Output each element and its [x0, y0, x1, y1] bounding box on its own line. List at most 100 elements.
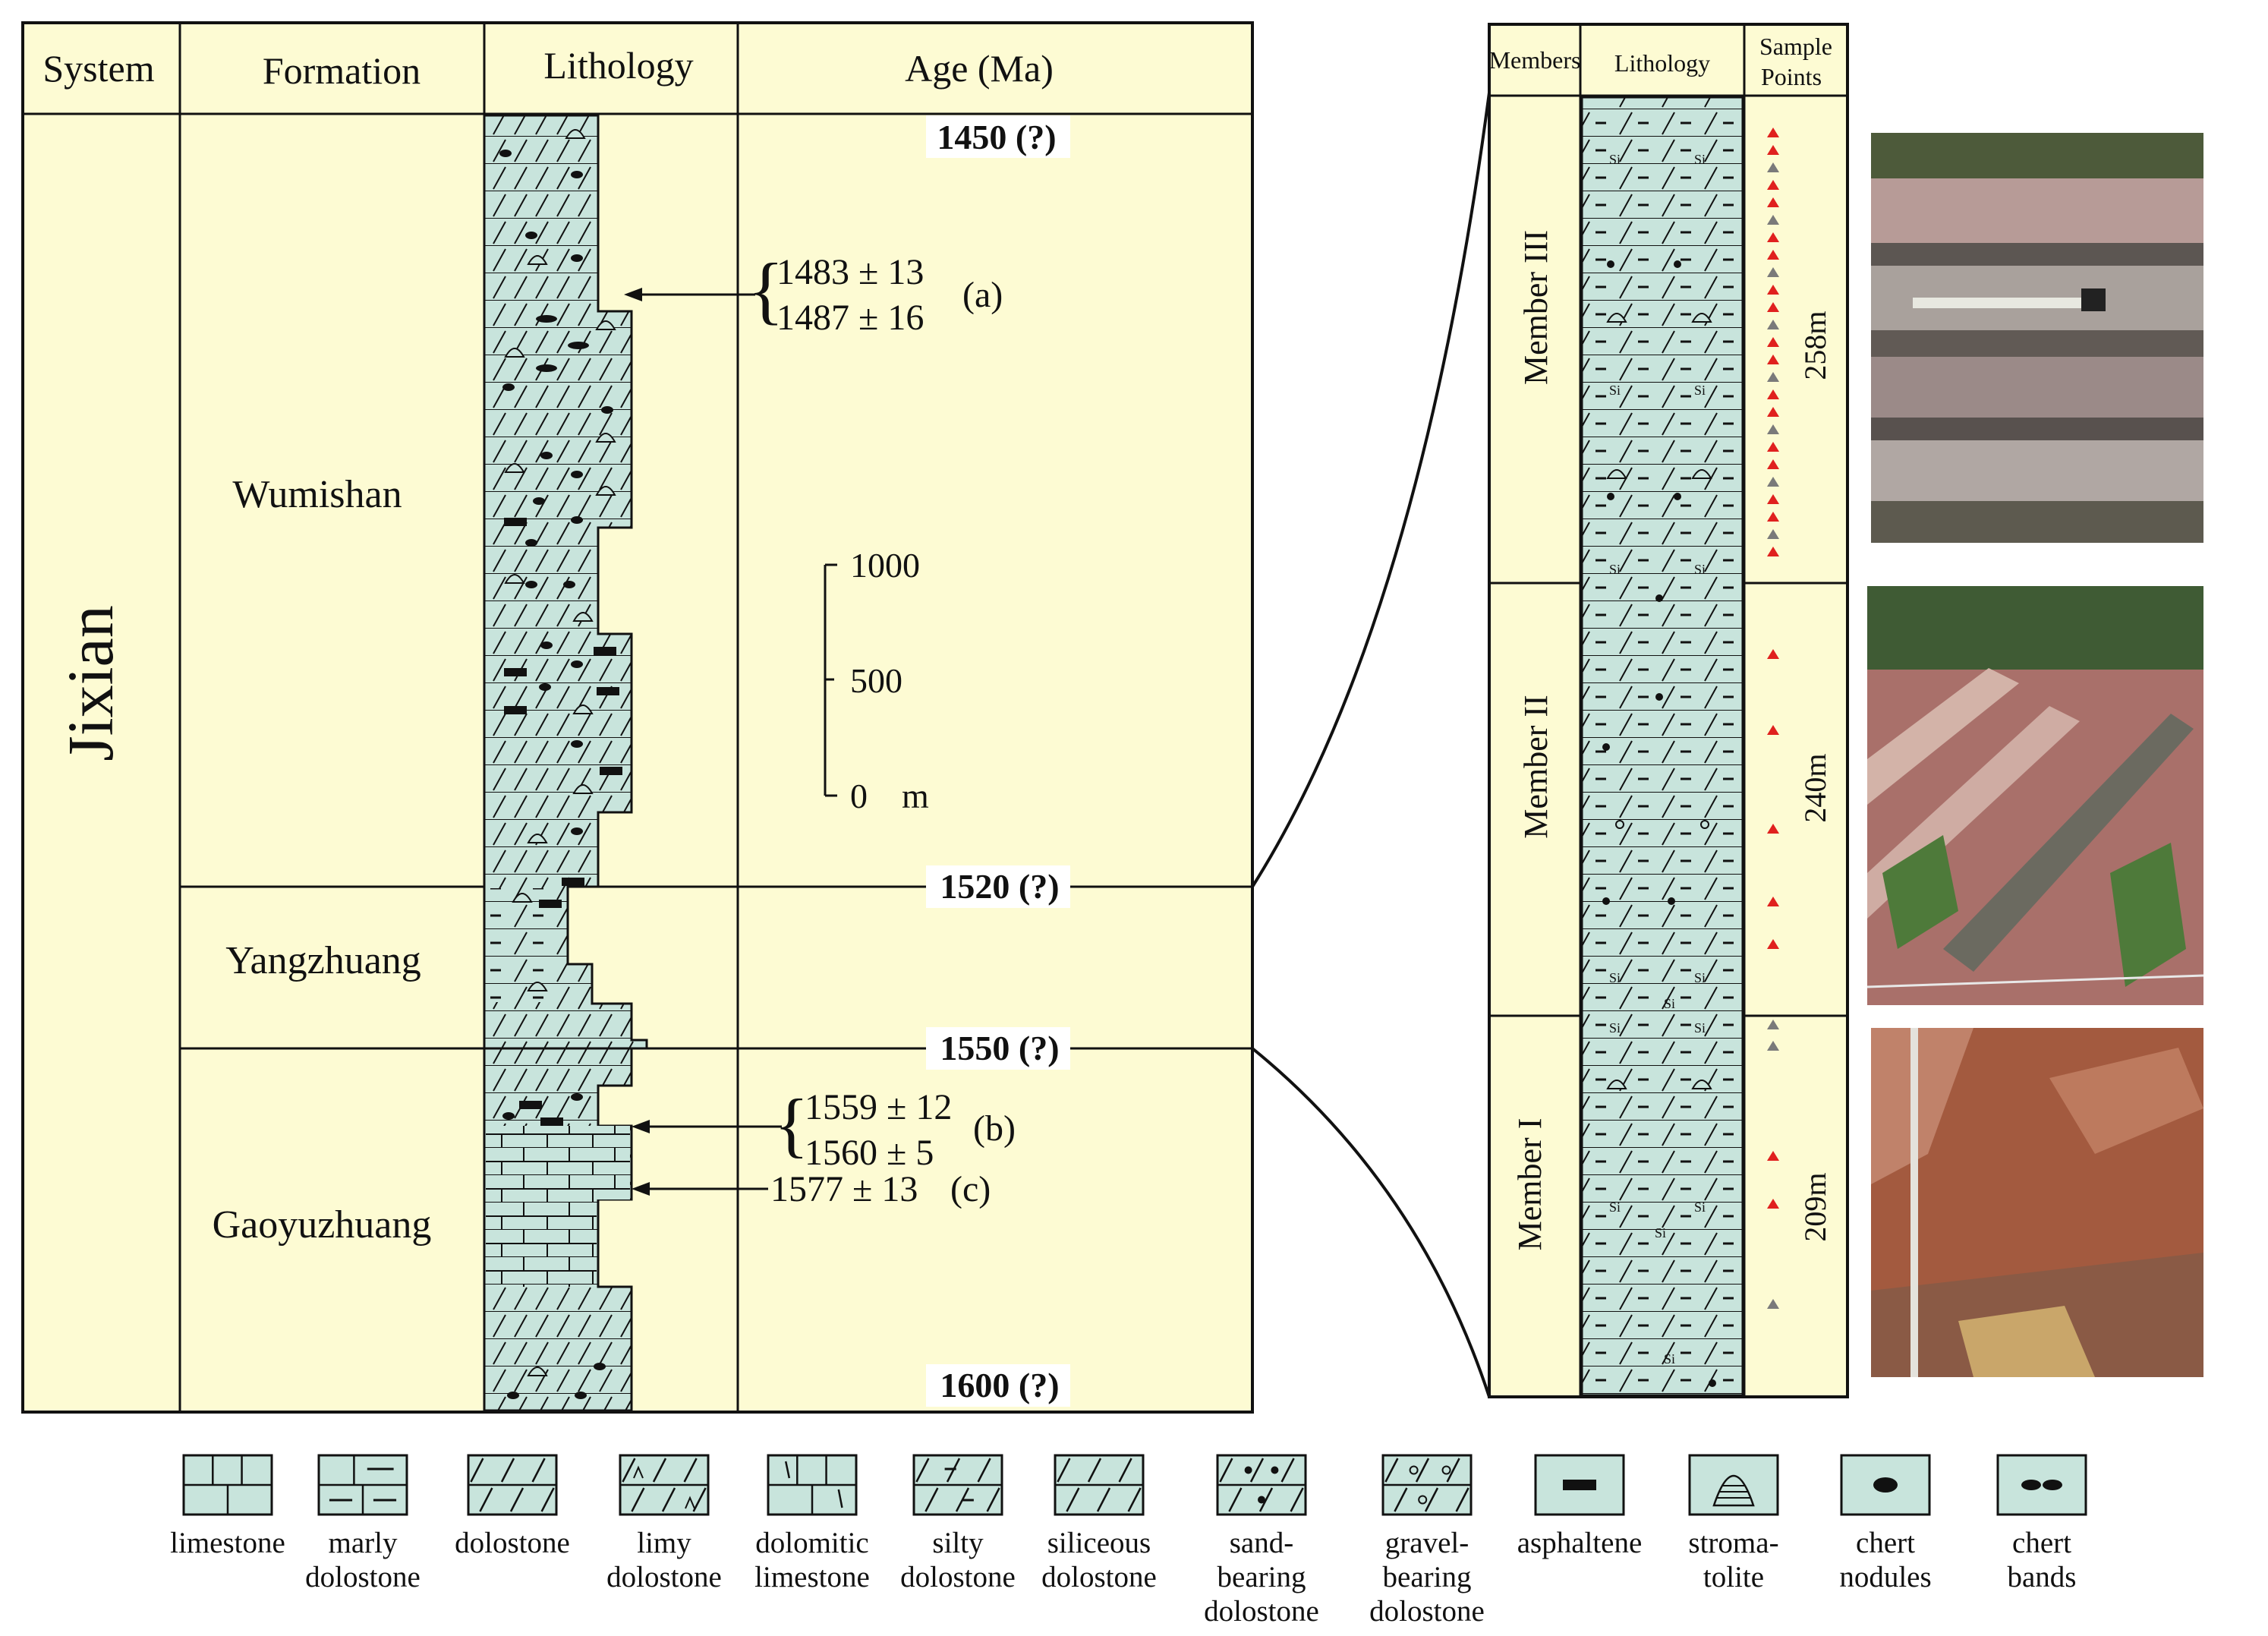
date-b2: 1560 ± 5	[805, 1133, 934, 1173]
formation-wumishan: Wumishan	[232, 473, 402, 516]
sample-point-icon	[1767, 725, 1779, 735]
scale-unit: m	[902, 777, 929, 815]
legend-label-gravel-bearing-dolostone: bearing	[1383, 1561, 1472, 1593]
header-age: Age (Ma)	[905, 47, 1054, 90]
outcrop-photo-member-iii	[1871, 133, 2203, 543]
legend-label-marly-dolostone: dolostone	[305, 1561, 421, 1593]
connector-top	[1251, 92, 1491, 888]
sample-point-icon	[1767, 547, 1779, 556]
legend-label-chert-bands: chert	[2012, 1527, 2071, 1559]
sample-point-icon	[1767, 1299, 1779, 1309]
header-members: Members	[1489, 46, 1581, 74]
si-mark: Si	[1609, 970, 1621, 985]
legend-swatch-dolomitic-limestone-icon	[767, 1454, 858, 1516]
sample-point-icon	[1767, 649, 1779, 659]
legend-swatch-sand-bearing-dolostone-icon	[1216, 1454, 1307, 1516]
legend-label-limy-dolostone: dolostone	[606, 1561, 722, 1593]
connector-bottom	[1251, 1047, 1491, 1398]
legend-swatch-stromatolite-icon	[1688, 1454, 1779, 1516]
sample-point-icon	[1767, 459, 1779, 469]
si-mark: Si	[1694, 383, 1706, 398]
brace-b: {	[774, 1084, 809, 1165]
outcrop-photo-member-ii	[1866, 586, 2204, 1005]
legend-swatch-marly-dolostone-icon	[317, 1454, 408, 1516]
legend-swatch-asphaltene-icon	[1534, 1454, 1625, 1516]
header-sample-2: Points	[1761, 63, 1822, 90]
header-formation: Formation	[263, 49, 421, 92]
sample-point-icon	[1767, 232, 1779, 242]
scale-0: 0	[850, 777, 868, 815]
sample-point-icon	[1767, 897, 1779, 906]
age-label-1550: 1550 (?)	[940, 1029, 1059, 1067]
member-iii-label: Member III	[1517, 230, 1555, 385]
member-ii-label: Member II	[1517, 695, 1555, 838]
header-system: System	[43, 47, 154, 90]
member-ii-thickness: 240m	[1798, 753, 1832, 822]
sample-point-icon	[1767, 337, 1779, 347]
date-a2: 1487 ± 16	[776, 298, 924, 338]
sample-point-icon	[1767, 145, 1779, 155]
sample-point-icon	[1767, 477, 1779, 487]
legend-label-asphaltene: asphaltene	[1517, 1527, 1643, 1559]
member-i-label: Member I	[1511, 1118, 1548, 1251]
legend-label-limestone: limestone	[170, 1527, 285, 1559]
legend-label-chert-nodules: chert	[1856, 1527, 1915, 1559]
sample-point-icon	[1767, 302, 1779, 312]
sample-points	[1767, 128, 1779, 1309]
sample-point-icon	[1767, 529, 1779, 539]
legend-label-silty-dolostone: silty	[932, 1527, 984, 1559]
legend-label-gravel-bearing-dolostone: dolostone	[1369, 1595, 1485, 1628]
brace-a: {	[748, 247, 784, 332]
sample-point-icon	[1767, 407, 1779, 417]
legend-label-stromatolite: stroma-	[1688, 1527, 1778, 1559]
sample-point-icon	[1767, 285, 1779, 295]
si-mark: Si	[1609, 1020, 1621, 1036]
outcrop-photo-member-i	[1871, 1028, 2203, 1377]
si-mark: Si	[1694, 152, 1706, 167]
member-lithology-column: Si Si Si Si Si Si Si Si Si Si Si Si Si S…	[1580, 96, 1744, 1397]
legend-label-dolomitic-limestone: limestone	[754, 1561, 870, 1593]
si-mark: Si	[1694, 562, 1706, 577]
scale-bar	[824, 563, 837, 797]
sample-point-icon	[1767, 355, 1779, 364]
member-i-thickness: 209m	[1798, 1172, 1832, 1241]
si-mark: Si	[1609, 383, 1621, 398]
sample-point-icon	[1767, 128, 1779, 137]
sample-point-icon	[1767, 389, 1779, 399]
sample-point-icon	[1767, 512, 1779, 522]
si-mark: Si	[1655, 1225, 1666, 1240]
si-mark: Si	[1609, 1199, 1621, 1215]
sample-point-icon	[1767, 939, 1779, 949]
si-mark: Si	[1694, 1020, 1706, 1036]
si-mark: Si	[1609, 562, 1621, 577]
date-b-tag: (b)	[973, 1108, 1016, 1149]
scale-500: 500	[850, 661, 902, 700]
sample-point-icon	[1767, 250, 1779, 260]
left-column-chart: System Formation Lithology Age (Ma) Jixi…	[21, 21, 1254, 1414]
legend-label-siliceous-dolostone: siliceous	[1047, 1527, 1151, 1559]
legend-label-dolomitic-limestone: dolomitic	[755, 1527, 869, 1559]
scale-1000: 1000	[850, 546, 920, 585]
legend-swatch-limy-dolostone-icon	[619, 1454, 710, 1516]
header-sample-1: Sample	[1759, 33, 1832, 60]
legend-label-marly-dolostone: marly	[329, 1527, 398, 1559]
sample-point-icon	[1767, 1041, 1779, 1051]
legend-swatch-gravel-bearing-dolostone-icon	[1381, 1454, 1473, 1516]
legend-item-asphaltene: asphaltene	[1517, 1454, 1643, 1559]
header-lithology-right: Lithology	[1614, 49, 1710, 77]
legend-label-dolostone: dolostone	[455, 1527, 570, 1559]
age-label-1520: 1520 (?)	[940, 867, 1059, 906]
date-a-tag: (a)	[962, 275, 1003, 315]
date-b1: 1559 ± 12	[805, 1087, 952, 1127]
legend-label-siliceous-dolostone: dolostone	[1041, 1561, 1157, 1593]
legend-label-sand-bearing-dolostone: dolostone	[1204, 1595, 1319, 1628]
sample-point-icon	[1767, 372, 1779, 382]
sample-point-icon	[1767, 197, 1779, 207]
legend-label-chert-nodules: nodules	[1839, 1561, 1931, 1593]
